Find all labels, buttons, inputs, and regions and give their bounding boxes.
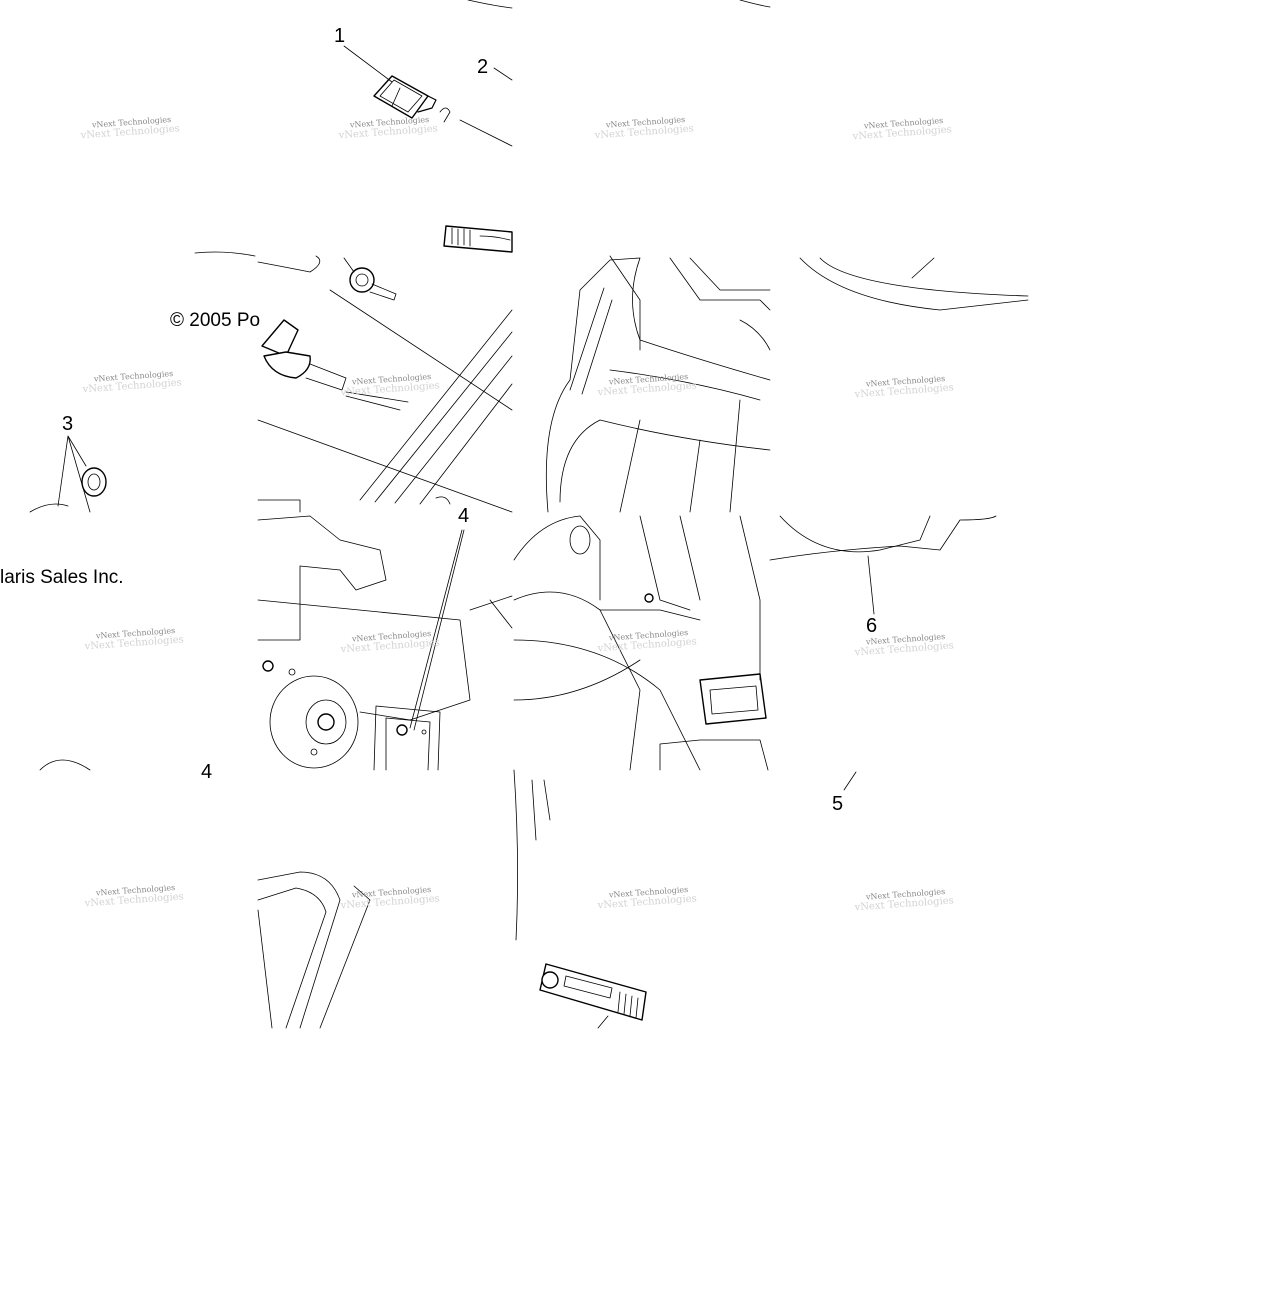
callout-5: 5 <box>832 793 843 815</box>
tile-top-part <box>343 0 771 147</box>
leader-line-3 <box>57 435 91 513</box>
part-throttle-switch <box>261 319 409 411</box>
part-clip <box>699 673 767 725</box>
callout-4b: 4 <box>201 761 212 783</box>
leader-line-4a <box>409 529 463 729</box>
callout-4a: 4 <box>458 505 469 527</box>
part-connector-bottom <box>539 963 647 1021</box>
callout-2: 2 <box>477 56 488 78</box>
part-1-switch <box>373 75 451 123</box>
part-3-washer <box>29 467 107 513</box>
callout-6: 6 <box>866 615 877 637</box>
leader-line-2 <box>493 67 513 81</box>
callout-1: 1 <box>334 25 345 47</box>
leader-line-5 <box>843 771 857 791</box>
copyright-part-a: © 2005 Po <box>170 310 260 331</box>
callout-numbers: 1 2 3 4 4 5 6 <box>62 25 877 815</box>
leader-line-1 <box>343 45 393 83</box>
part-sensor <box>343 257 397 301</box>
part-rotor <box>262 660 359 769</box>
tile-row-2 <box>29 225 1029 513</box>
callout-3: 3 <box>62 413 73 435</box>
leader-line-6 <box>867 555 875 615</box>
part-connector-top <box>443 225 513 253</box>
copyright-part-b: laris Sales Inc. <box>0 567 124 588</box>
tile-row-3 <box>39 515 997 771</box>
tile-row-4 <box>257 769 857 1029</box>
